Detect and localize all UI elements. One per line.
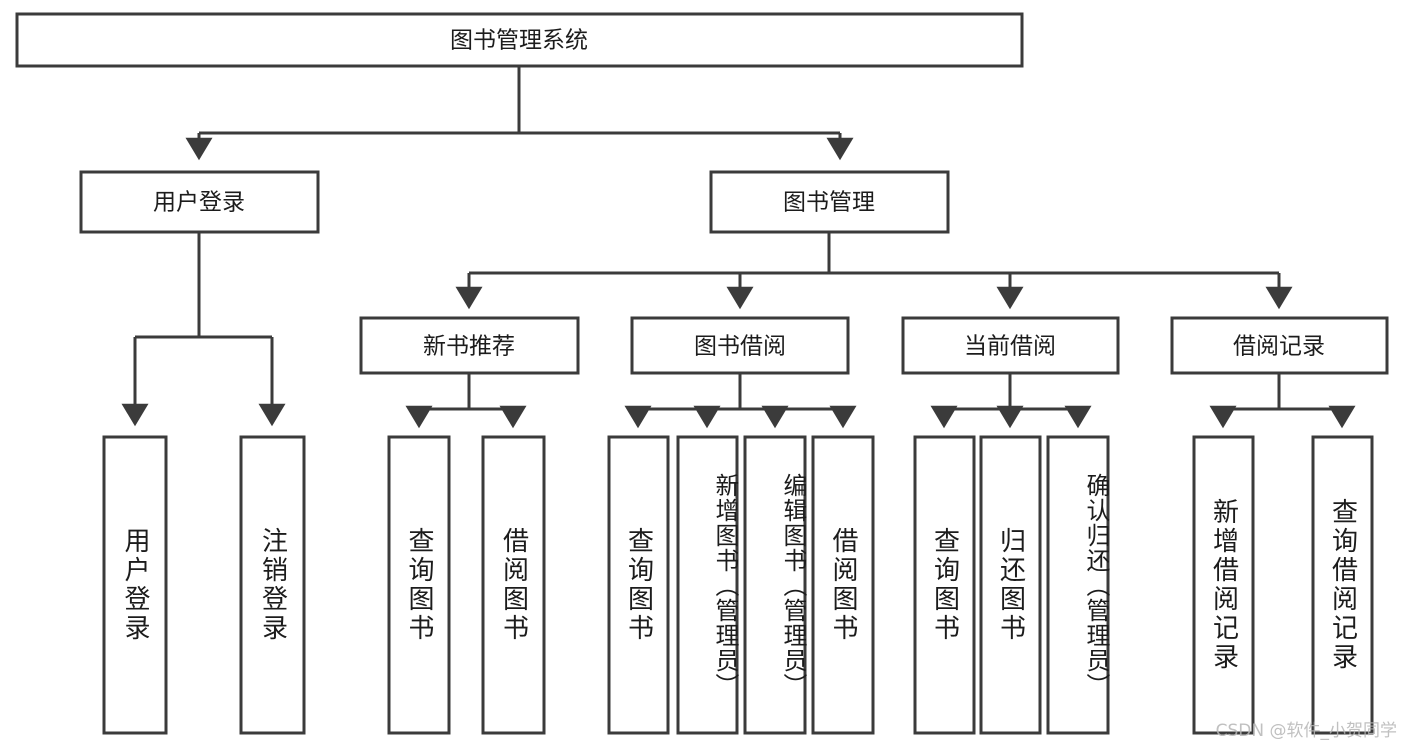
node-current-borrow-rect[interactable] xyxy=(901,316,1120,375)
leaf-rect-user-login[interactable] xyxy=(102,435,168,735)
node-current-borrow-label: 当前借阅 xyxy=(964,334,1056,360)
leaf-rect-return-book[interactable] xyxy=(979,435,1042,735)
node-book-borrow-label: 图书借阅 xyxy=(694,334,786,360)
leaf-rect-add-borrow-record[interactable] xyxy=(1192,435,1255,735)
connector-group-current-borrow xyxy=(930,373,1092,429)
node-user-login[interactable]: 用户登录 xyxy=(79,170,320,234)
node-user-login-rect[interactable] xyxy=(79,170,320,234)
leaf-rect-group xyxy=(102,435,1374,735)
node-root-label: 图书管理系统 xyxy=(450,28,588,54)
node-root-rect[interactable] xyxy=(15,12,1024,68)
connector-group-user-login xyxy=(121,232,286,427)
leaf-rect-query-borrow-record[interactable] xyxy=(1311,435,1374,735)
leaf-rect-confirm-return-admin[interactable] xyxy=(1046,435,1110,735)
leaf-rect-borrow-book[interactable] xyxy=(811,435,875,735)
node-root[interactable]: 图书管理系统 xyxy=(15,12,1024,68)
connector-group-root xyxy=(185,66,854,161)
node-new-book-recommend-label: 新书推荐 xyxy=(423,334,515,360)
node-current-borrow[interactable]: 当前借阅 xyxy=(901,316,1120,375)
connector-group-book-borrow xyxy=(624,373,857,429)
node-user-login-label: 用户登录 xyxy=(153,190,245,216)
leaf-rect-add-book-admin[interactable] xyxy=(676,435,739,735)
leaf-rect-query-book-current[interactable] xyxy=(913,435,976,735)
node-new-book-recommend[interactable]: 新书推荐 xyxy=(359,316,580,375)
node-borrow-record-rect[interactable] xyxy=(1170,316,1389,375)
leaf-rect-logout-login[interactable] xyxy=(239,435,306,735)
connector-group-book-manage xyxy=(455,232,1293,310)
node-book-borrow-rect[interactable] xyxy=(630,316,850,375)
node-book-borrow[interactable]: 图书借阅 xyxy=(630,316,850,375)
node-book-manage[interactable]: 图书管理 xyxy=(709,170,950,234)
node-book-manage-label: 图书管理 xyxy=(783,190,875,216)
leaf-rect-query-book-new[interactable] xyxy=(387,435,451,735)
node-borrow-record[interactable]: 借阅记录 xyxy=(1170,316,1389,375)
connector-group-borrow-record xyxy=(1209,373,1356,429)
connector-group-new-book xyxy=(405,373,527,429)
leaf-rect-query-book-borrow[interactable] xyxy=(607,435,670,735)
leaf-rect-edit-book-admin[interactable] xyxy=(743,435,807,735)
leaf-rect-borrow-book-new[interactable] xyxy=(481,435,546,735)
node-book-manage-rect[interactable] xyxy=(709,170,950,234)
node-borrow-record-label: 借阅记录 xyxy=(1233,334,1325,360)
node-new-book-recommend-rect[interactable] xyxy=(359,316,580,375)
csdn-watermark: CSDN @软件_小贺同学 xyxy=(1215,721,1397,741)
